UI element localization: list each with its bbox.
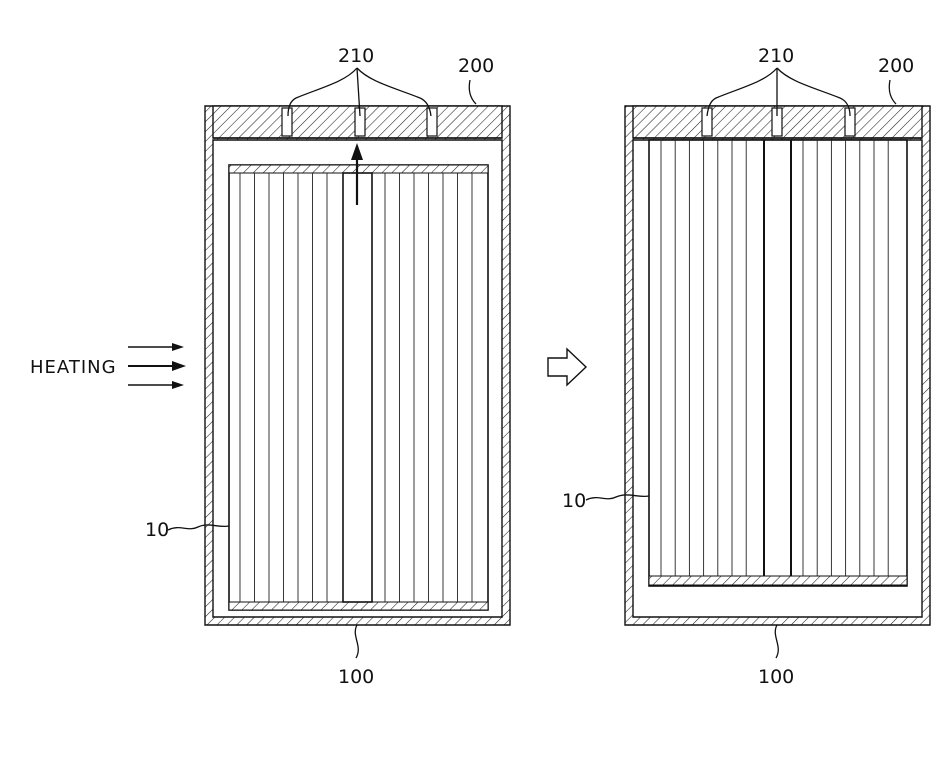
- right-label-200: 200: [878, 55, 914, 77]
- heating-arrows-icon: [128, 343, 186, 389]
- left-label-210: 210: [338, 45, 374, 67]
- right-electrode-assembly: [649, 140, 907, 586]
- left-label-100: 100: [338, 666, 374, 688]
- right-label-10: 10: [562, 490, 586, 512]
- right-label-210: 210: [758, 45, 794, 67]
- heating-label: HEATING: [30, 357, 117, 378]
- right-panel: 210 200 10 100: [562, 45, 930, 688]
- left-vent-hole-3: [427, 108, 437, 136]
- left-label-200: 200: [458, 55, 494, 77]
- left-label-10: 10: [145, 519, 169, 541]
- left-panel: HEATING 210 200 10 100: [30, 45, 510, 688]
- right-label-100: 100: [758, 666, 794, 688]
- left-vent-hole-1: [282, 108, 292, 136]
- hollow-right-arrow-icon: [548, 349, 586, 385]
- left-center-channel: [343, 173, 372, 602]
